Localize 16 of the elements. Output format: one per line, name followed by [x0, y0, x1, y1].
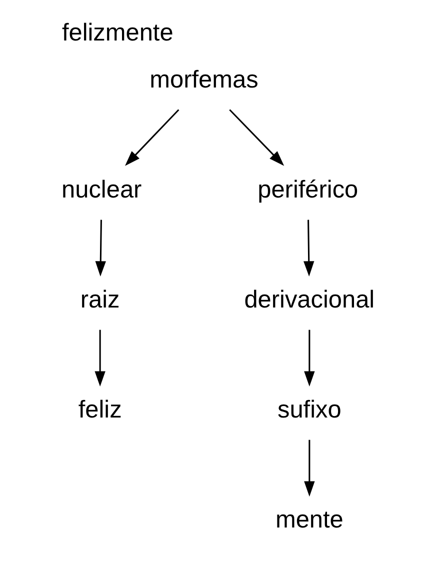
node-text: mente — [274, 506, 343, 534]
arrow — [94, 330, 105, 387]
node-text: feliz — [78, 396, 122, 424]
diagram-title: felizmente — [61, 19, 173, 46]
node-text: morfemas — [149, 66, 258, 94]
arrow — [124, 109, 179, 166]
node-text: sufixo — [277, 396, 341, 424]
node-text: derivacional — [244, 286, 374, 314]
arrow — [94, 220, 106, 277]
arrow — [304, 440, 314, 497]
arrow — [228, 109, 284, 166]
node-text: nuclear — [61, 176, 142, 204]
arrow — [303, 220, 314, 277]
arrow — [304, 330, 314, 387]
node-text: periférico — [257, 176, 358, 204]
node-text: raiz — [80, 286, 120, 314]
